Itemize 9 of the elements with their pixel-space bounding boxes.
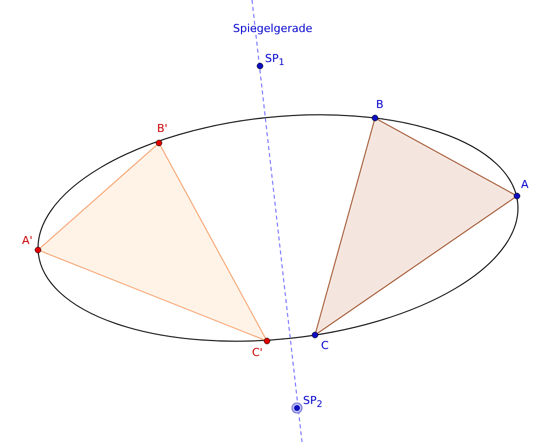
point-label: SP$_{1}$ <box>265 52 284 70</box>
point-label: B' <box>157 122 168 135</box>
point-label: C' <box>252 346 263 359</box>
point-label: B <box>376 98 384 111</box>
point-label: A <box>521 178 529 191</box>
line-label: Spiegelgerade <box>233 22 312 35</box>
point-label: A' <box>22 234 33 247</box>
point-label: SP$_{2}$ <box>303 394 322 412</box>
point-label: C <box>321 339 329 352</box>
